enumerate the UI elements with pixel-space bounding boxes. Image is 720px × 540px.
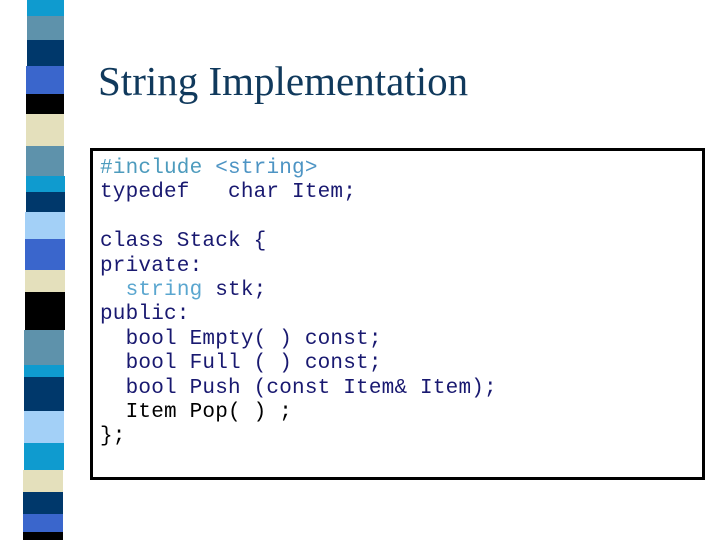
code-token: bool Empty( ) const;: [100, 327, 382, 351]
code-token: Item Pop( ) ;: [100, 400, 293, 424]
code-block-container: #include <string>typedef char Item; clas…: [90, 148, 705, 480]
stripe-band-fill: [24, 411, 64, 443]
code-token: <string>: [215, 157, 318, 180]
stripe-band-fill: [26, 114, 64, 146]
code-listing: #include <string>typedef char Item; clas…: [100, 157, 497, 450]
stripe-band: [0, 330, 80, 365]
code-line: string stk;: [100, 279, 497, 303]
stripe-band-fill: [27, 0, 64, 16]
stripe-band-fill: [25, 292, 65, 330]
stripe-band: [0, 443, 80, 470]
stripe-band-fill: [23, 470, 63, 492]
stripe-band: [0, 532, 80, 540]
code-token: bool Full ( ) const;: [100, 352, 382, 376]
stripe-band-fill: [25, 270, 65, 292]
code-line: bool Empty( ) const;: [100, 328, 497, 352]
code-token: [100, 279, 126, 302]
code-token: string: [125, 278, 203, 302]
stripe-band: [0, 492, 80, 514]
code-line: #include <string>: [100, 157, 497, 181]
stripe-band-fill: [24, 365, 64, 377]
stripe-band: [0, 377, 80, 411]
stripe-band: [0, 411, 80, 443]
stripe-band-fill: [26, 176, 65, 192]
stripe-band-fill: [23, 492, 63, 514]
stripe-band-fill: [25, 239, 65, 270]
stripe-band-fill: [26, 94, 64, 114]
stripe-band: [0, 146, 80, 176]
stripe-band: [0, 365, 80, 377]
stripe-band: [0, 514, 80, 532]
code-token: typedef char Item;: [100, 181, 357, 205]
code-line: bool Full ( ) const;: [100, 352, 497, 376]
stripe-band-fill: [23, 514, 63, 532]
code-token: class Stack {: [100, 230, 267, 254]
left-color-stripe: [0, 0, 80, 540]
stripe-band-fill: [26, 146, 64, 176]
code-token: public:: [100, 303, 190, 327]
stripe-band: [0, 114, 80, 146]
stripe-band-fill: [27, 40, 64, 66]
code-token: };: [100, 425, 126, 449]
stripe-band-fill: [26, 66, 64, 94]
code-line: Item Pop( ) ;: [100, 401, 497, 425]
code-line: typedef char Item;: [100, 181, 497, 205]
code-line: bool Push (const Item& Item);: [100, 377, 497, 401]
stripe-band-fill: [24, 443, 64, 470]
stripe-band: [0, 239, 80, 270]
code-token: private:: [100, 254, 203, 278]
code-line-blank: [100, 206, 497, 230]
stripe-band-fill: [24, 330, 64, 365]
stripe-band: [0, 16, 80, 40]
stripe-band: [0, 212, 80, 239]
code-token: [202, 157, 215, 180]
stripe-band: [0, 192, 80, 212]
code-token: #include: [100, 157, 203, 180]
stripe-band: [0, 470, 80, 492]
stripe-band: [0, 66, 80, 94]
stripe-band-fill: [26, 192, 65, 212]
code-line: };: [100, 425, 497, 449]
code-line: public:: [100, 303, 497, 327]
stripe-band: [0, 292, 80, 330]
code-token: stk;: [202, 278, 267, 302]
code-token: bool Push (const Item& Item);: [100, 376, 497, 400]
code-line: private:: [100, 255, 497, 279]
stripe-band-fill: [23, 532, 63, 540]
stripe-band-fill: [24, 377, 64, 411]
stripe-band: [0, 94, 80, 114]
code-line: class Stack {: [100, 230, 497, 254]
stripe-band: [0, 176, 80, 192]
stripe-band-fill: [25, 212, 65, 239]
stripe-band-fill: [27, 16, 64, 40]
stripe-band: [0, 40, 80, 66]
stripe-band: [0, 270, 80, 292]
stripe-band: [0, 0, 80, 16]
page-title: String Implementation: [98, 58, 469, 104]
